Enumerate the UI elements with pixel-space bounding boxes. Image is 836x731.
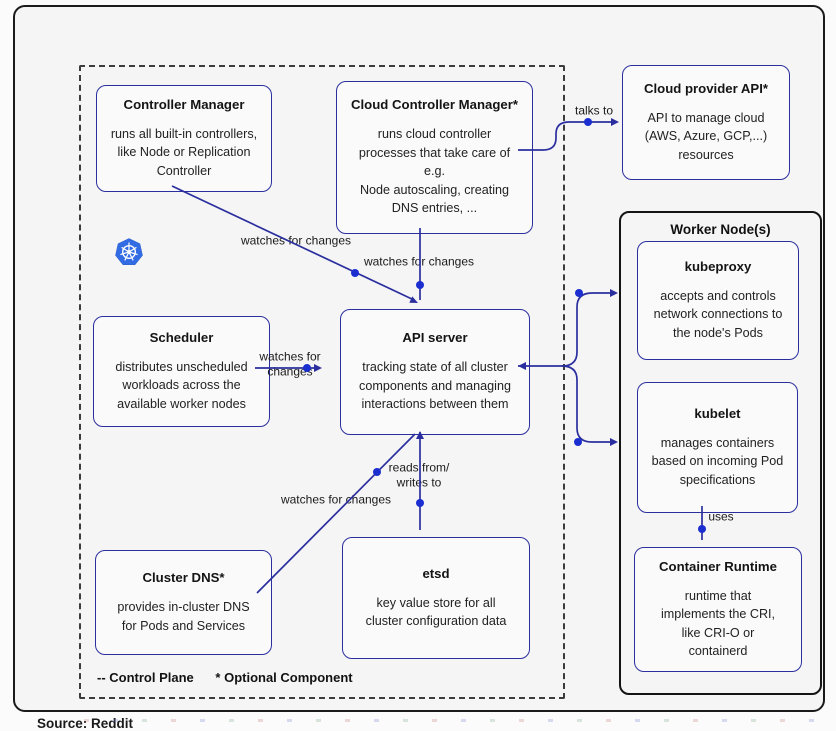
etsd-title: etsd	[422, 565, 450, 581]
box-etsd: etsd key value store for all cluster con…	[342, 537, 530, 659]
label-reads-from: reads from/	[388, 460, 450, 475]
bottom-artifact-dashes	[60, 719, 836, 722]
kubeproxy-body-line: accepts and controls	[660, 288, 776, 303]
kubelet-body-line: manages containers	[660, 435, 775, 450]
box-cluster-dns: Cluster DNS* provides in-cluster DNS for…	[95, 550, 272, 655]
box-api-server: API server tracking state of all cluster…	[340, 309, 530, 435]
controller-manager-body-line: Controller	[156, 163, 212, 178]
label-watches-for-3b: changes	[267, 364, 313, 379]
ccm-body-line: runs cloud controller	[377, 127, 492, 142]
kubelet-title: kubelet	[694, 405, 741, 421]
label-watches-for-3a: watches for	[259, 349, 321, 364]
box-controller-manager: Controller Manager runs all built-in con…	[96, 85, 272, 192]
label-watches-for-changes-4: watches for changes	[280, 492, 392, 507]
label-watches-for-changes-1: watches for changes	[240, 233, 352, 248]
box-cloud-provider-api: Cloud provider API* API to manage cloud …	[622, 65, 790, 180]
controller-manager-title: Controller Manager	[123, 96, 245, 112]
cloud-provider-api-body-line: API to manage cloud	[647, 110, 765, 125]
container-runtime-body-line: like CRI-O or	[681, 625, 755, 640]
ccm-body-line: Node autoscaling, creating	[359, 182, 510, 197]
scheduler-title: Scheduler	[149, 329, 214, 345]
cluster-dns-body-line: for Pods and Services	[121, 618, 246, 633]
api-server-body-line: tracking state of all cluster	[362, 360, 508, 375]
cluster-dns-title: Cluster DNS*	[142, 570, 225, 585]
box-scheduler: Scheduler distributes unscheduled worklo…	[93, 316, 270, 427]
box-container-runtime: Container Runtime runtime that implement…	[634, 547, 802, 672]
kubeproxy-body-line: network connections to	[653, 307, 783, 322]
legend: -- Control Plane * Optional Component	[97, 670, 353, 685]
cloud-provider-api-body-line: (AWS, Azure, GCP,...)	[644, 129, 768, 144]
api-server-title: API server	[402, 330, 468, 346]
box-kubelet: kubelet manages containers based on inco…	[637, 382, 798, 513]
controller-manager-body-line: runs all built-in controllers,	[110, 126, 258, 141]
cloud-provider-api-title: Cloud provider API*	[643, 80, 769, 96]
box-cloud-controller-manager: Cloud Controller Manager* runs cloud con…	[336, 81, 533, 234]
scheduler-body-line: available worker nodes	[117, 396, 246, 411]
label-talks-to: talks to	[574, 103, 614, 118]
legend-control-plane: -- Control Plane	[97, 670, 194, 685]
label-writes-to: writes to	[396, 475, 442, 490]
kubernetes-logo-icon	[115, 238, 143, 265]
legend-optional-component: * Optional Component	[215, 670, 353, 685]
controller-manager-body-line: like Node or Replication	[117, 145, 251, 160]
etsd-body-line: key value store for all	[376, 595, 496, 610]
cloud-provider-api-body-line: resources	[678, 147, 734, 162]
cloud-controller-manager-title: Cloud Controller Manager*	[350, 97, 519, 113]
kubelet-body-line: based on incoming Pod	[651, 454, 784, 469]
cluster-dns-body-line: provides in-cluster DNS	[117, 600, 250, 614]
label-watches-for-changes-2: watches for changes	[363, 254, 475, 269]
diagram-frame: Controller Manager runs all built-in con…	[13, 5, 825, 712]
box-kubeproxy: kubeproxy accepts and controls network c…	[637, 241, 799, 360]
scheduler-body-line: workloads across the	[122, 378, 241, 393]
kubelet-body-line: specifications	[679, 472, 756, 487]
container-runtime-body-line: implements the CRI,	[660, 607, 776, 621]
kubeproxy-title: kubeproxy	[684, 258, 752, 274]
kubeproxy-body-line: the node's Pods	[673, 325, 763, 340]
container-runtime-body-line: runtime that	[684, 588, 752, 603]
label-uses: uses	[708, 509, 734, 524]
worker-node-title: Worker Node(s)	[670, 222, 771, 237]
ccm-body-line: DNS entries, ...	[391, 201, 478, 216]
scheduler-body-line: distributes unscheduled	[115, 359, 248, 374]
container-runtime-title: Container Runtime	[659, 558, 777, 574]
container-runtime-body-line: containerd	[688, 644, 748, 658]
etsd-body-line: cluster configuration data	[365, 614, 507, 628]
ccm-body-line: processes that take care of	[358, 145, 511, 160]
api-server-body-line: components and managing	[359, 378, 511, 393]
worker-node-group: Worker Node(s)	[619, 211, 822, 695]
api-server-body-line: interactions between them	[361, 397, 509, 412]
ccm-body-line: e.g.	[423, 164, 445, 179]
